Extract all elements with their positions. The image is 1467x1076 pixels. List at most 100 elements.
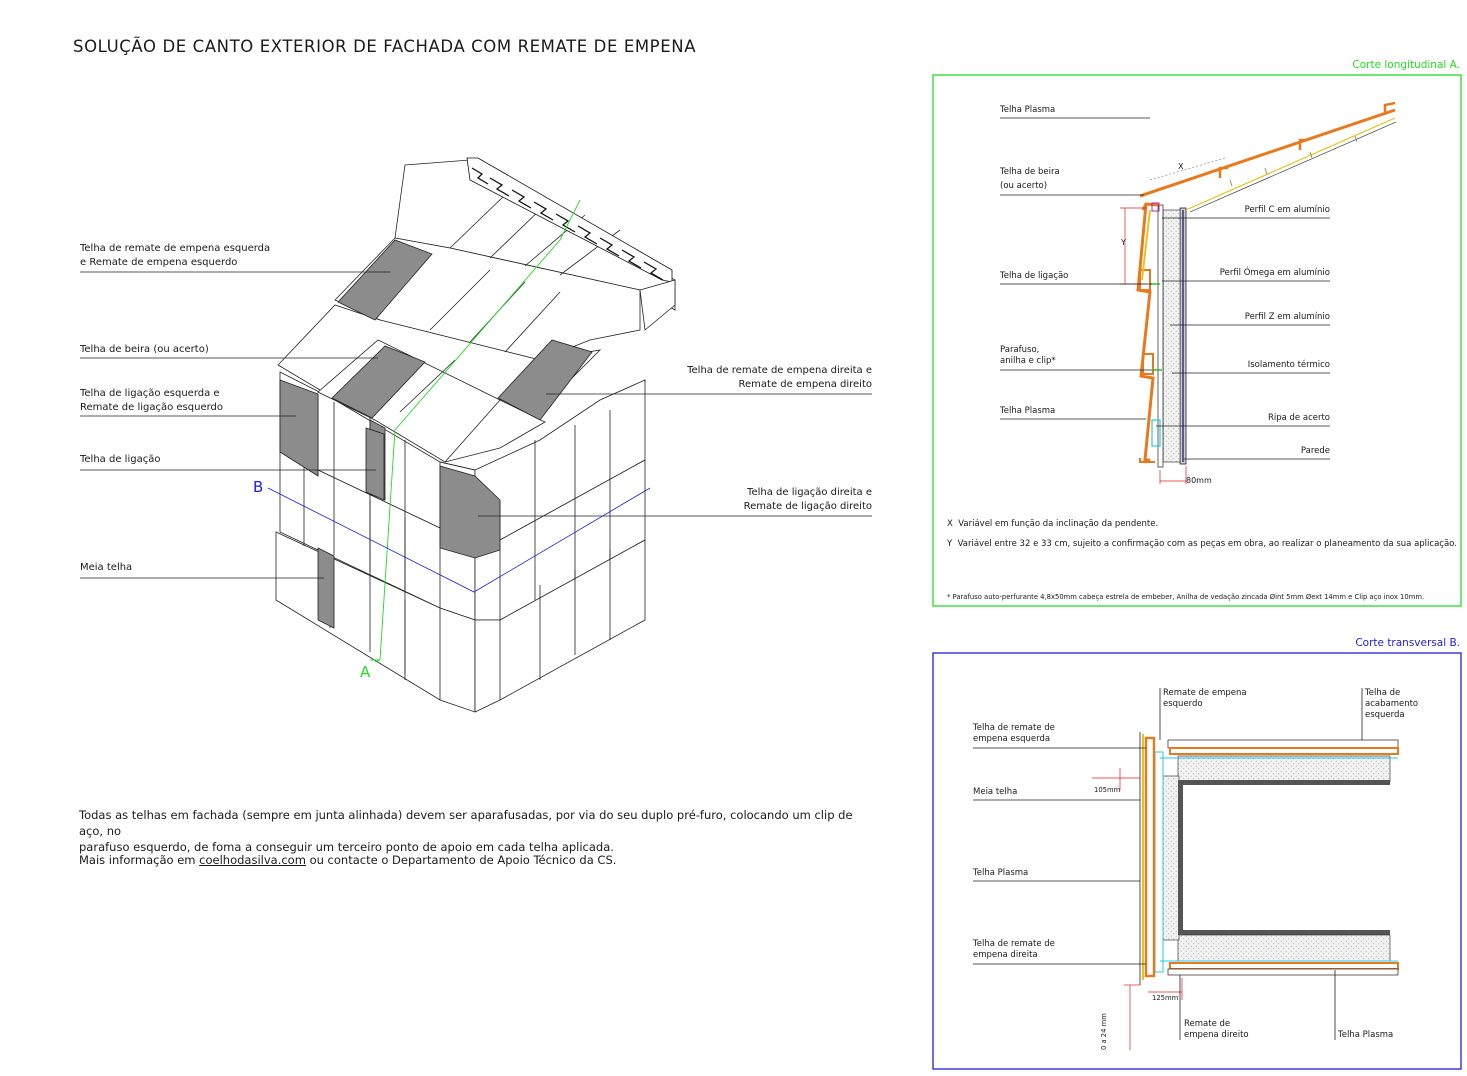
a-note-x: X Variável em função da inclinação da pe…: [947, 519, 1158, 530]
tile-ligacao-yellow: [1141, 209, 1151, 281]
a-label-parede: Parede: [1300, 446, 1330, 456]
label-line: Telha de ligação esquerda e: [80, 388, 220, 399]
label-line: Telha de remate de empena direita e: [687, 365, 872, 376]
section-line-a: [374, 199, 581, 663]
roof-slope: [1139, 108, 1396, 198]
label-telha-ligacao: Telha de ligação: [80, 454, 161, 465]
body-paragraph-1: Todas as telhas em fachada (sempre em ju…: [79, 807, 879, 855]
label-line: Remate de empena: [1163, 688, 1247, 698]
roof-tile-steps: [1218, 101, 1396, 178]
body-line: parafuso esquerdo, de foma a conseguir u…: [79, 840, 614, 854]
ridge-pattern: [471, 167, 664, 281]
label-ligacao-esquerda: Telha de ligação esquerda e Remate de li…: [80, 387, 223, 415]
label-line: Remate de: [1184, 1019, 1231, 1029]
tile-ligacao-esquerda: [279, 379, 319, 477]
a-label-perfil-z: Perfil Z em alumínio: [1244, 312, 1330, 322]
b-label-remate-direito: Remate de empena direito: [1184, 1019, 1249, 1041]
label-remate-empena-esquerda: Telha de remate de empena esquerda e Rem…: [80, 242, 270, 270]
facade-tiles: [1136, 203, 1155, 462]
panel-b-drawing: [1092, 732, 1399, 1050]
body-text-before-link: Mais informação em: [79, 853, 200, 867]
a-label-isolamento: Isolamento térmico: [1247, 360, 1330, 370]
b-dim-0-24mm: 0 a 24 mm: [1100, 1013, 1108, 1050]
note-text: Variável entre 32 e 33 cm, sujeito a con…: [957, 539, 1457, 549]
label-line: acabamento: [1365, 699, 1419, 709]
label-line: Remate de ligação direito: [743, 501, 872, 512]
label-line: anilha e clip*: [1000, 356, 1056, 366]
panel-a-frame: [932, 74, 1462, 607]
label-line: Telha de remate de: [973, 723, 1055, 733]
tile-remate-empena-esquerda: [337, 239, 433, 321]
insulation: [1162, 209, 1181, 463]
gable-end-right: [639, 279, 676, 331]
label-line: Telha de beira: [1000, 167, 1060, 177]
label-line: Parafuso,: [1000, 345, 1040, 355]
tile-ligacao-centro: [365, 427, 385, 501]
right-wall-joints: [499, 410, 611, 700]
section-marker-a: A: [360, 663, 371, 681]
panel-a-leaders: [1000, 117, 1330, 460]
tile-ligacao-direita: [439, 465, 501, 559]
b-dim-105mm: 105mm: [1094, 786, 1121, 794]
label-line: esquerda: [1365, 710, 1405, 720]
label-line: Remate de ligação esquerdo: [80, 402, 224, 413]
label-meia-telha: Meia telha: [80, 562, 133, 573]
panel-a-drawing: [1120, 101, 1397, 484]
a-label-ligacao: Telha de ligação: [1000, 271, 1069, 281]
a-dim-x: X: [1178, 162, 1184, 171]
note-key: X: [947, 519, 953, 529]
b-label-plasma-bottom: Telha Plasma: [1338, 1030, 1394, 1040]
a-label-ripa: Ripa de acerto: [1267, 413, 1330, 423]
a-footnote: * Parafuso auto-perfurante 4,8x50mm cabe…: [947, 593, 1425, 601]
tile-meia-telha: [317, 547, 335, 629]
label-line: Telha de ligação direita e: [747, 487, 872, 498]
a-label-perfil-omega: Perfil Ómega em alumínio: [1219, 268, 1330, 278]
body-paragraph-2: Mais informação em coelhodasilva.com ou …: [79, 852, 879, 868]
a-label-plasma-bottom: Telha Plasma: [1000, 406, 1056, 416]
section-marker-b: B: [253, 478, 264, 496]
body-line: Todas as telhas em fachada (sempre em ju…: [79, 808, 853, 838]
b-label-plasma-left: Telha Plasma: [973, 868, 1029, 878]
a-label-beira: Telha de beira (ou acerto): [1000, 167, 1060, 192]
a-dim-y: Y: [1121, 238, 1126, 247]
label-line: Telha de: [1365, 688, 1401, 698]
b-label-telha-remate-direita: Telha de remate de empena direita: [973, 939, 1055, 961]
label-remate-empena-direita: Telha de remate de empena direita e Rema…: [687, 364, 872, 392]
label-line: empena direita: [973, 950, 1038, 960]
a-label-parafuso: Parafuso, anilha e clip*: [1000, 345, 1056, 367]
panel-b-frame: [932, 652, 1462, 1070]
axon-leaders: [80, 271, 872, 579]
label-line: empena esquerda: [973, 734, 1051, 744]
label-line: empena direito: [1184, 1030, 1249, 1040]
a-note-y: Y Variável entre 32 e 33 cm, sujeito a c…: [947, 539, 1457, 550]
b-label-meia-telha: Meia telha: [973, 787, 1018, 797]
label-telha-beira: Telha de beira (ou acerto): [80, 344, 209, 355]
section-line-b: [267, 487, 651, 593]
label-line: (ou acerto): [1000, 181, 1048, 191]
label-line: Telha de remate de empena esquerda: [80, 243, 271, 254]
panel-b-leaders: [973, 688, 1363, 1040]
label-line: Remate de empena direito: [738, 379, 872, 390]
a-dim-80mm: 80mm: [1186, 476, 1212, 485]
note-key: Y: [947, 539, 953, 549]
b-label-remate-empena-esquerdo: Remate de empena esquerdo: [1163, 688, 1247, 710]
body-text-after-link: ou contacte o Departamento de Apoio Técn…: [305, 853, 617, 867]
note-text: Variável em função da inclinação da pend…: [958, 519, 1159, 529]
panel-a-title: Corte longitudinal A.: [1352, 59, 1460, 71]
b-label-telha-remate-esquerda: Telha de remate de empena esquerda: [973, 723, 1055, 745]
page-title: SOLUÇÃO DE CANTO EXTERIOR DE FACHADA COM…: [73, 37, 697, 56]
tile-remate-empena-direita: [497, 339, 593, 421]
b-dim-125mm: 125mm: [1152, 994, 1179, 1002]
b-label-acabamento: Telha de acabamento esquerda: [1365, 688, 1418, 721]
label-line: esquerdo: [1163, 699, 1203, 709]
label-line: e Remate de empena esquerdo: [80, 257, 238, 268]
label-line: Telha de remate de: [973, 939, 1055, 949]
panel-b-title: Corte transversal B.: [1355, 637, 1460, 649]
website-link[interactable]: coelhodasilva.com: [199, 853, 306, 867]
axonometric-model: [275, 157, 676, 713]
label-ligacao-direita: Telha de ligação direita e Remate de lig…: [744, 486, 872, 514]
a-label-perfil-c: Perfil C em alumínio: [1244, 205, 1330, 215]
tile-beira: [331, 345, 426, 419]
a-label-plasma-top: Telha Plasma: [1000, 105, 1056, 115]
